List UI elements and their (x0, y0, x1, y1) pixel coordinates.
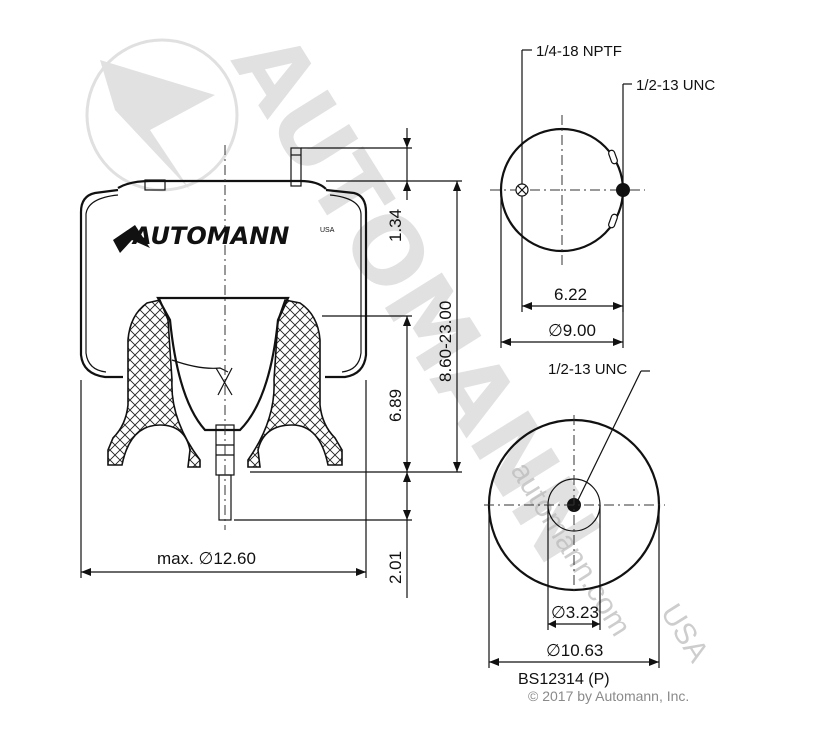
side-view: AUTOMANN USA 1.34 8.60-23.00 6.89 2.01 m… (79, 128, 462, 598)
piston-left (107, 299, 201, 468)
logo-text: AUTOMANN (131, 222, 289, 250)
bottom-view: 1/2-13 UNC ∅3.23 ∅10.63 (484, 361, 665, 668)
brand-logo: AUTOMANN USA (113, 222, 335, 253)
logo-suffix: USA (320, 227, 335, 234)
dim-label-bolt-spacing: 6.22 (554, 285, 587, 304)
dim-label-height-top: 1.34 (386, 209, 405, 242)
leader-bottom-stud (577, 370, 642, 501)
callout-port-thread: 1/4-18 NPTF (536, 43, 622, 60)
part-number: BS12314 (P) (518, 671, 610, 688)
top-view: 1/4-18 NPTF 1/2-13 UNC 6.22 ∅9.00 (490, 43, 715, 348)
dim-label-stud-length: 2.01 (386, 551, 405, 584)
air-fitting (290, 147, 302, 187)
piston-right (247, 299, 343, 468)
piston-cup (156, 296, 290, 432)
top-bolt (144, 179, 166, 191)
callout-bottom-stud-thread: 1/2-13 UNC (548, 361, 627, 378)
dim-label-outer-diameter: ∅10.63 (546, 641, 603, 660)
callout-stud-thread: 1/2-13 UNC (636, 77, 715, 94)
bellows (79, 188, 368, 379)
copyright-notice: © 2017 by Automann, Inc. (528, 688, 689, 704)
dim-label-max-diameter: max. ∅12.60 (157, 549, 256, 568)
dim-label-inner-diameter: ∅3.23 (551, 603, 599, 622)
air-port-symbol (515, 183, 529, 197)
watermark-suffix-text: USA (654, 598, 715, 668)
dim-label-plate-diameter: ∅9.00 (548, 321, 596, 340)
watermark-swoosh-logo (85, 38, 239, 192)
dim-label-piston-height: 6.89 (386, 389, 405, 422)
dim-label-height-range: 8.60-23.00 (436, 301, 455, 382)
